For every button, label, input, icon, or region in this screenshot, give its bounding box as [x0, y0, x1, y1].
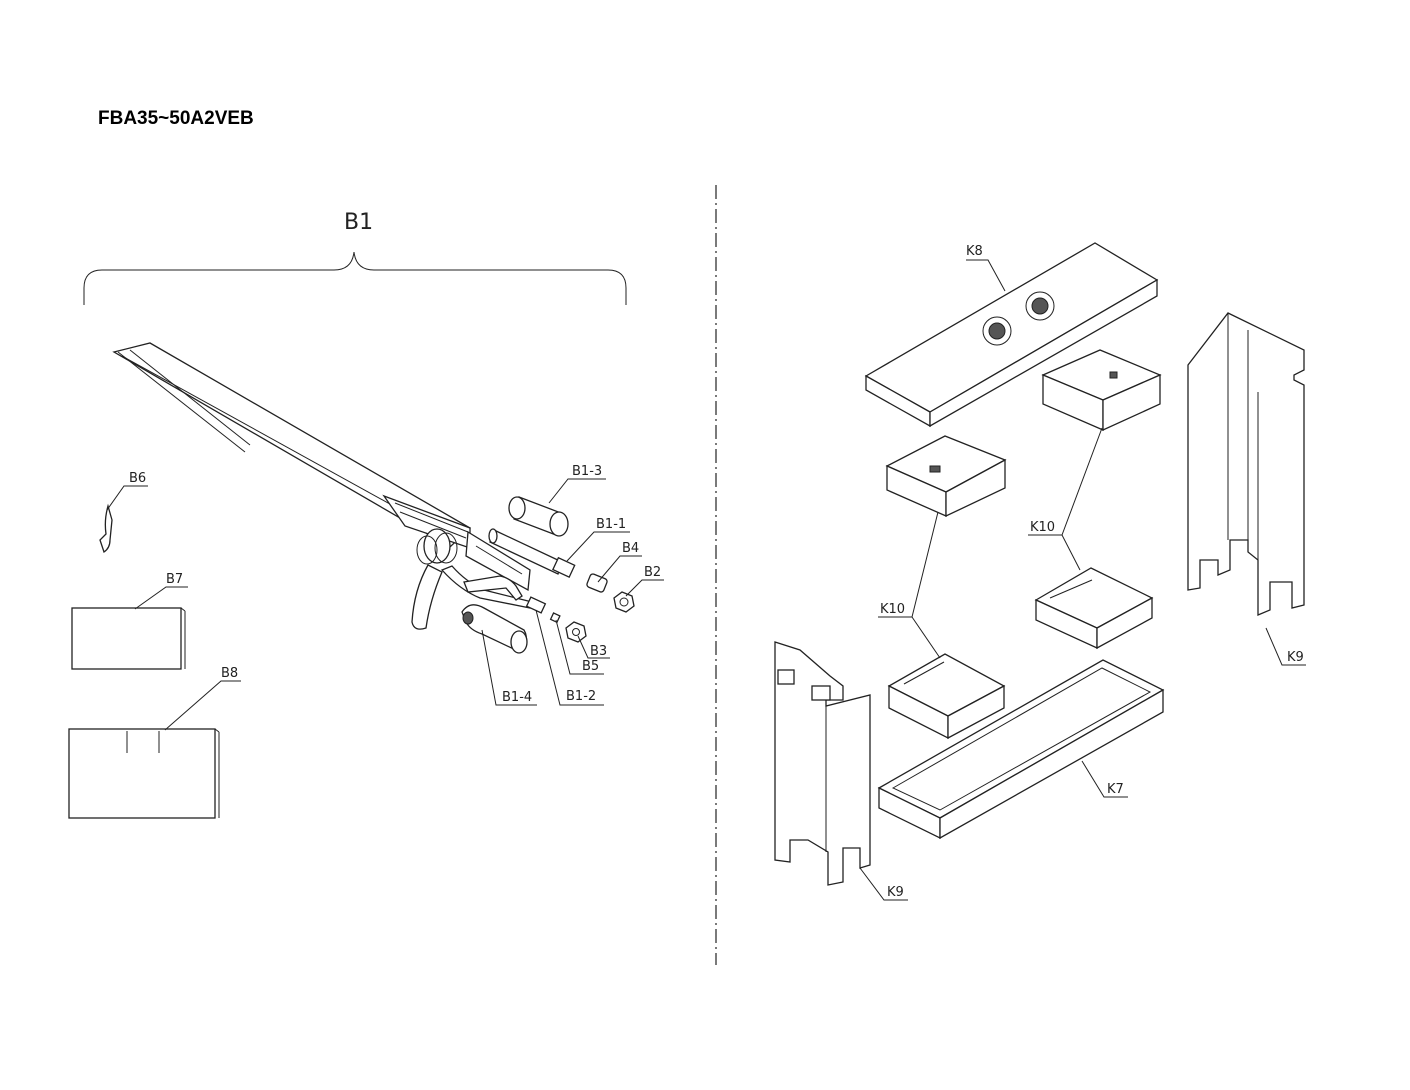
- k10-leaders-left: K10: [878, 511, 941, 659]
- label-k7: K7: [1107, 782, 1124, 797]
- part-k10-upper-left: [885, 435, 1007, 518]
- part-b1-2: B1-2: [525, 596, 604, 706]
- label-k9-left: K9: [887, 885, 904, 900]
- part-k10-upper-right: [1041, 349, 1162, 432]
- part-b4: B4: [586, 541, 642, 593]
- part-b8: B8: [68, 666, 241, 819]
- part-k8: K8: [864, 242, 1159, 428]
- k10-leaders-right: K10: [1028, 427, 1103, 571]
- label-b1: B1: [344, 210, 373, 235]
- part-b3: B3: [565, 621, 610, 659]
- label-b1-4: B1-4: [502, 690, 532, 705]
- label-b1-3: B1-3: [572, 464, 602, 479]
- label-b6: B6: [129, 471, 146, 486]
- label-k8: K8: [966, 244, 983, 259]
- part-b7: B7: [71, 572, 188, 670]
- b1-brace: B1: [83, 210, 627, 305]
- part-k10-lower-left: [887, 653, 1006, 740]
- part-b6: B6: [99, 471, 148, 554]
- label-b3: B3: [590, 644, 607, 659]
- label-b2: B2: [644, 565, 661, 580]
- part-k7: K7: [877, 659, 1165, 840]
- part-b1-3: B1-3: [508, 464, 606, 537]
- label-k10-left: K10: [880, 602, 905, 617]
- part-b5: B5: [549, 612, 604, 675]
- heat-exchanger-b1: [112, 342, 533, 630]
- label-b8: B8: [221, 666, 238, 681]
- part-b1-1: B1-1: [488, 517, 630, 579]
- label-b7: B7: [166, 572, 183, 587]
- label-k10-right: K10: [1030, 520, 1055, 535]
- label-b5: B5: [582, 659, 599, 674]
- part-k9-left: K9: [774, 641, 908, 901]
- model-title: FBA35~50A2VEB: [98, 108, 254, 129]
- part-k9-right: K9: [1187, 312, 1306, 666]
- label-b4: B4: [622, 541, 639, 556]
- part-k10-lower-right: [1034, 567, 1154, 650]
- label-k9-right: K9: [1287, 650, 1304, 665]
- part-b2: B2: [613, 565, 664, 613]
- label-b1-2: B1-2: [566, 689, 596, 704]
- label-b1-1: B1-1: [596, 517, 626, 532]
- part-b1-4: B1-4: [461, 604, 537, 706]
